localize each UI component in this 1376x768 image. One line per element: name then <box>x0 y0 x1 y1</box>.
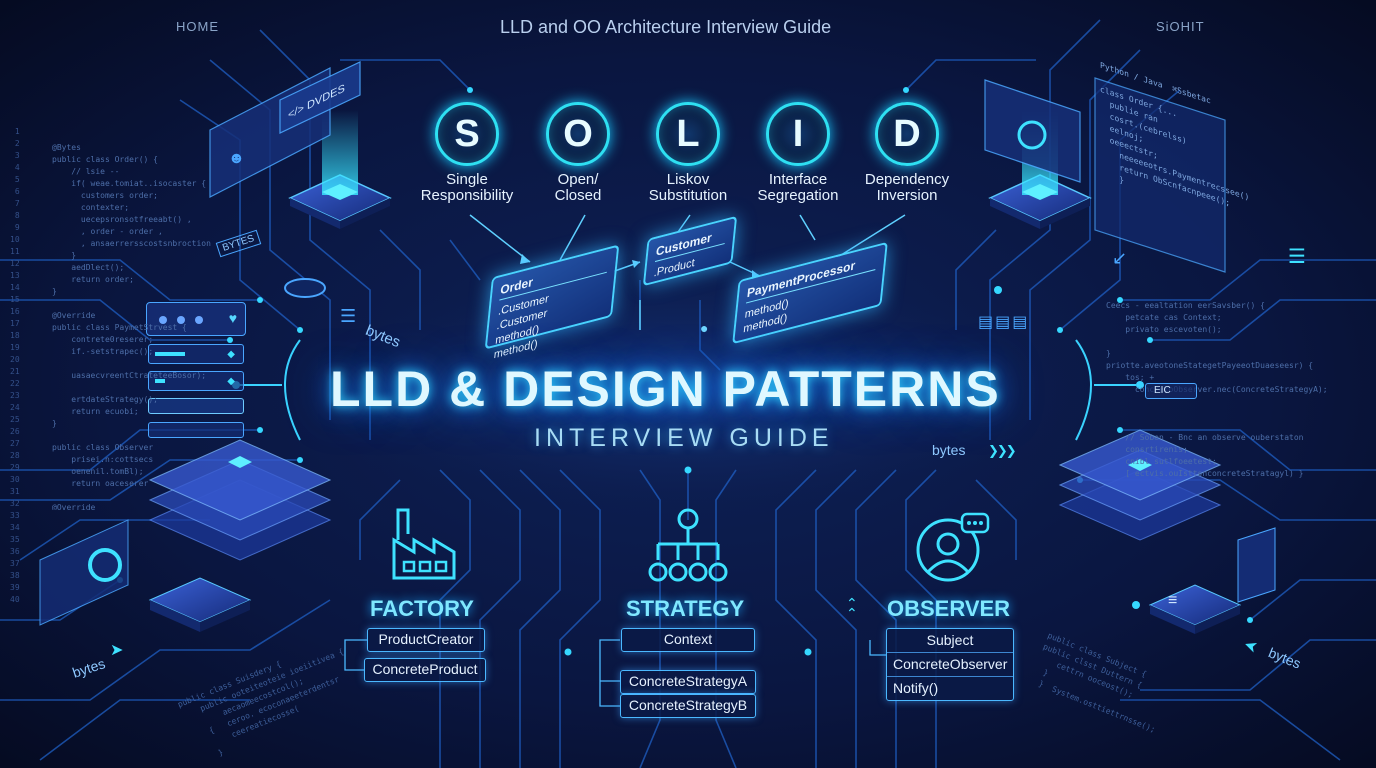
list-icon: ≡ <box>1168 592 1178 609</box>
dot-icon <box>195 316 203 324</box>
solid-o-icon: O <box>546 102 610 166</box>
solid-i-line2: Segregation <box>757 187 839 204</box>
strategy-concrete-a: ConcreteStrategyA <box>620 670 756 694</box>
code-line-numbers-left: 1 2 3 4 5 6 7 8 9 10 11 12 13 14 15 16 1… <box>10 127 20 604</box>
strategy-concrete-a-label: ConcreteStrategyA <box>628 673 748 689</box>
factory-product-creator: ProductCreator <box>367 628 485 652</box>
solid-d-letter: D <box>893 112 921 155</box>
solid-s-line2: Responsibility <box>420 187 514 204</box>
bytes-label-center-right: bytes <box>932 442 966 458</box>
solid-o-line2: Closed <box>554 187 602 204</box>
strategy-context-label: Context <box>663 631 713 647</box>
eic-tag: EIC <box>1145 383 1197 399</box>
eic-tag-label: EIC <box>1154 385 1171 396</box>
observer-class-stack: Subject ConcreteObserver Notify() <box>886 628 1014 701</box>
solid-l-letter: L <box>676 112 700 155</box>
hero-subtitle: INTERVIEW GUIDE <box>534 424 834 452</box>
nav-home-link[interactable]: HOME <box>176 19 219 34</box>
factory-concrete-product-label: ConcreteProduct <box>372 661 478 677</box>
solid-d-line2: Inversion <box>876 187 938 204</box>
solid-i-letter: I <box>792 112 804 155</box>
left-widget-bar <box>148 422 244 438</box>
solid-o: O Open/Closed <box>518 102 638 204</box>
solid-o-letter: O <box>563 112 593 155</box>
solid-l-line2: Substitution <box>648 187 728 204</box>
nav-right-link[interactable]: SiOHIT <box>1156 19 1205 34</box>
arrow-right-icon: ➤ <box>110 642 124 659</box>
solid-l-line1: Liskov <box>666 171 710 188</box>
solid-s-line1: Single <box>446 171 488 188</box>
hero-title: LLD & DESIGN PATTERNS <box>330 361 1001 417</box>
solid-s-icon: S <box>435 102 499 166</box>
arrow-down-left-icon: ↙ <box>1112 248 1128 268</box>
left-widget-bar: ◆ <box>148 344 244 364</box>
observer-notify: Notify() <box>893 680 939 696</box>
strategy-hierarchy-icon <box>648 508 728 582</box>
menu-lines-icon: ☰ <box>1288 246 1306 268</box>
solid-s-letter: S <box>454 112 480 155</box>
user-card-icon: ☻ <box>228 150 245 167</box>
db-stack-icon: ▤▤▤ <box>978 314 1030 331</box>
heart-icon: ♥ <box>228 310 237 326</box>
solid-i-icon: I <box>766 102 830 166</box>
code-snippet-right: Ceecs - eealtation eerSavsber() { petcat… <box>1106 301 1328 478</box>
strategy-concrete-b-label: ConcreteStrategyB <box>628 697 748 713</box>
diamond-icon: ◆ <box>227 349 235 360</box>
observer-person-icon <box>916 512 990 582</box>
strategy-title: STRATEGY <box>626 596 745 621</box>
observer-concrete-observer: ConcreteObserver <box>887 653 1013 677</box>
solid-i-line1: Interface <box>768 171 828 188</box>
left-widget-toggle: ♥ <box>146 302 246 336</box>
left-widget-input <box>148 398 244 414</box>
strategy-context: Context <box>621 628 755 652</box>
page-title: LLD and OO Architecture Interview Guide <box>500 17 832 37</box>
observer-subject: Subject <box>887 629 1013 653</box>
factory-concrete-product: ConcreteProduct <box>364 658 486 682</box>
solid-d-line1: Dependency <box>864 171 950 188</box>
strategy-concrete-b: ConcreteStrategyB <box>620 694 756 718</box>
solid-l-icon: L <box>656 102 720 166</box>
observer-title: OBSERVER <box>887 596 1011 621</box>
solid-o-line1: Open/ <box>557 171 599 188</box>
code-snippet-left: @Bytes public class Order() { // lsie --… <box>52 143 212 510</box>
left-widget-bar: ◆ <box>148 371 244 391</box>
factory-icon <box>392 508 456 580</box>
dot-icon <box>159 316 167 324</box>
user-icon: ● <box>700 320 709 336</box>
chevrons-up-icon: ⌃⌃ <box>846 595 858 621</box>
factory-product-creator-label: ProductCreator <box>378 631 474 647</box>
chevrons-right-icon: ❯❯❯ <box>988 443 1017 458</box>
diamond-icon: ◆ <box>227 376 235 387</box>
database-icon: ☰ <box>340 306 357 326</box>
dot-icon <box>177 316 185 324</box>
factory-title: FACTORY <box>370 596 474 621</box>
solid-d-icon: D <box>875 102 939 166</box>
